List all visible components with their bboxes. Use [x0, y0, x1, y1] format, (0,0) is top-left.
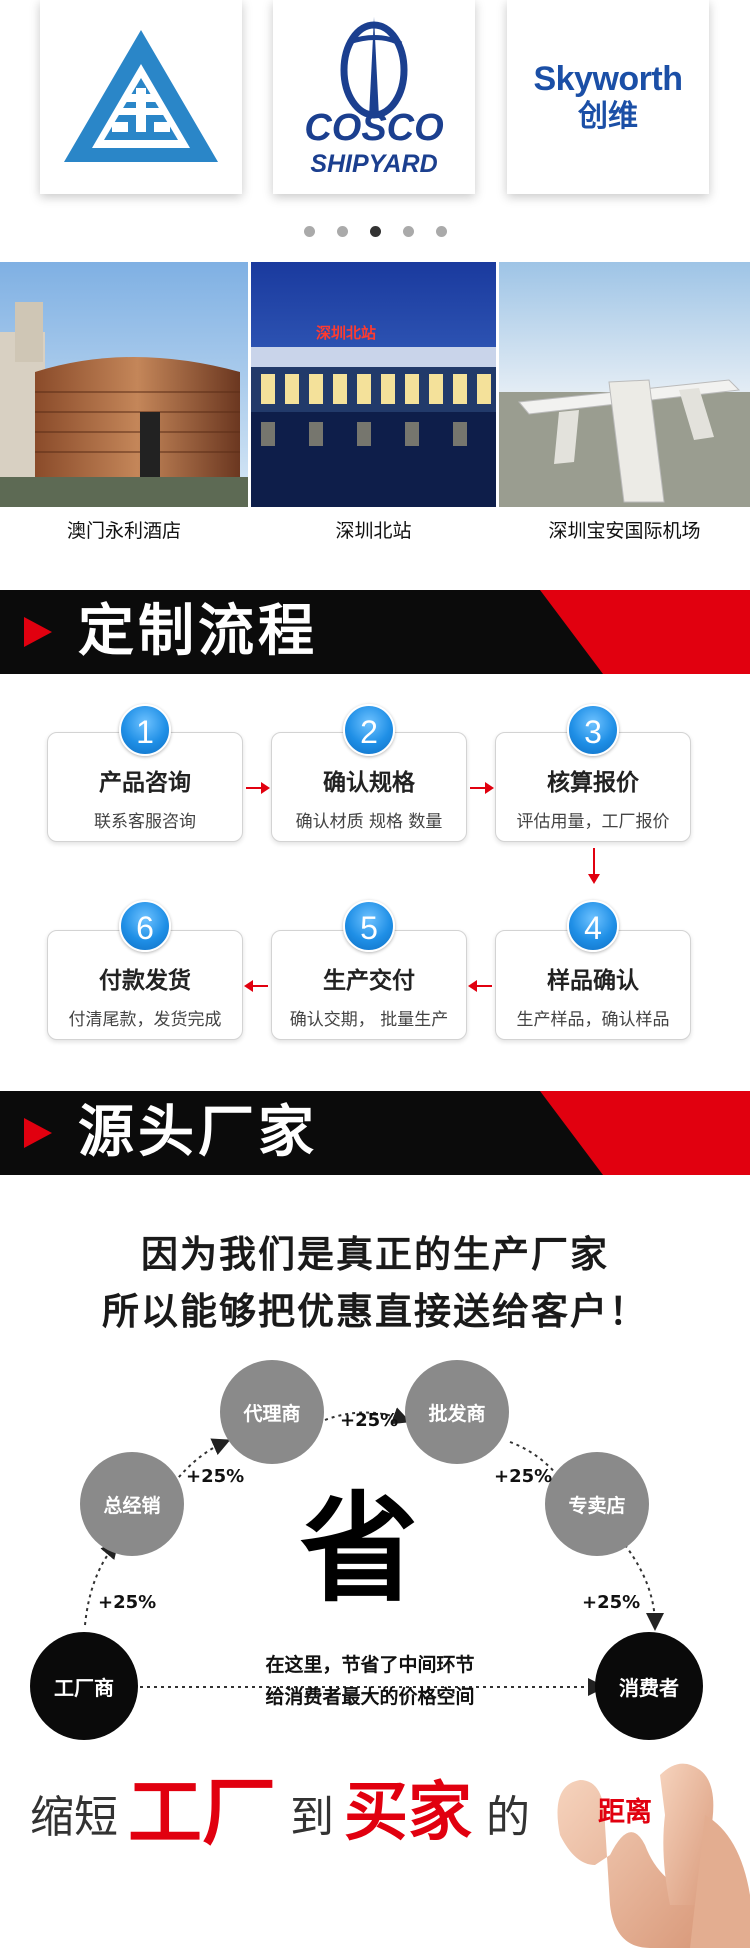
slogan-word-distance: 距离 — [598, 1797, 652, 1828]
section-title: 源头厂家 — [78, 1100, 318, 1165]
station-photo-icon: 深圳北站 — [251, 262, 496, 507]
markup-label: +25% — [582, 1592, 641, 1613]
step-title: 付款发货 — [99, 968, 191, 994]
cosco-shipyard-logo-icon: COSCO SHIPYARD — [304, 17, 444, 178]
arrow-down-icon — [588, 848, 600, 884]
carousel-dots — [0, 226, 750, 237]
save-character: 省 — [300, 1480, 419, 1618]
arrow-right-icon — [246, 782, 270, 794]
slogan-word: 缩短 — [30, 1792, 118, 1843]
project-photo-shenzhen-north[interactable]: 深圳北站 — [251, 262, 496, 507]
slogan-word-buyer: 买家 — [344, 1776, 472, 1850]
carousel-dot[interactable] — [303, 226, 315, 237]
step-desc: 付清尾款，发货完成 — [68, 1010, 222, 1030]
arrow-left-icon — [468, 980, 492, 992]
triangle-emblem-icon — [64, 30, 218, 162]
section-title: 定制流程 — [78, 599, 318, 664]
skyworth-chinese-wordmark: 创维 — [578, 98, 638, 134]
step-number-badge: 1 — [119, 704, 171, 756]
section-banner-factory: 源头厂家 — [0, 1091, 750, 1175]
shorten-distance-banner: 缩短 工厂 到 买家 的 距离 — [0, 1745, 750, 1948]
banner-red-stripe — [540, 1091, 750, 1175]
caption-baoan-airport: 深圳宝安国际机场 — [548, 520, 701, 542]
play-arrow-icon — [24, 617, 52, 647]
carousel-dot[interactable] — [435, 226, 447, 237]
step-title: 核算报价 — [547, 770, 639, 796]
section-banner-process: 定制流程 — [0, 590, 750, 674]
node-factory: 工厂商 — [30, 1632, 138, 1740]
node-wholesaler: 批发商 — [405, 1360, 509, 1464]
step-desc: 联系客服咨询 — [94, 812, 196, 832]
markup-label: +25% — [340, 1410, 399, 1431]
node-agent: 代理商 — [220, 1360, 324, 1464]
node-consumer: 消费者 — [595, 1632, 703, 1740]
step-number-badge: 5 — [343, 900, 395, 952]
play-arrow-icon — [24, 1118, 52, 1148]
caption-shenzhen-north: 深圳北站 — [335, 520, 412, 542]
carousel-dot[interactable] — [336, 226, 348, 237]
caption-wynn-macau: 澳门永利酒店 — [66, 520, 181, 542]
step-desc: 生产样品，确认样品 — [516, 1010, 670, 1030]
step-desc: 确认交期， 批量生产 — [289, 1010, 449, 1030]
step-title: 生产交付 — [323, 968, 415, 994]
markup-label: +25% — [494, 1466, 553, 1487]
distribution-chain-diagram: 工厂商 总经销 代理商 批发商 专卖店 消费者 +25% +25% +25% +… — [0, 1360, 750, 1740]
savings-note-line-2: 给消费者最大的价格空间 — [265, 1686, 475, 1708]
project-captions: 澳门永利酒店 深圳北站 深圳宝安国际机场 — [0, 516, 750, 546]
node-store: 专卖店 — [545, 1452, 649, 1556]
hotel-photo-icon — [0, 262, 248, 507]
factory-headline-1: 因为我们是真正的生产厂家 — [141, 1233, 609, 1276]
partner-logos: COSCO SHIPYARD Skyworth 创维 — [0, 0, 750, 200]
step-title: 产品咨询 — [99, 770, 191, 796]
factory-headline-2: 所以能够把优惠直接送给客户！ — [102, 1290, 648, 1333]
cosco-wordmark: COSCO — [304, 107, 443, 149]
carousel-dot-active[interactable] — [369, 226, 381, 237]
slogan-word: 的 — [486, 1792, 530, 1843]
pinching-fingers-icon — [557, 1763, 750, 1948]
step-number-badge: 6 — [119, 900, 171, 952]
step-number-badge: 4 — [567, 900, 619, 952]
slogan-word-factory: 工厂 — [128, 1770, 276, 1856]
step-number-badge: 2 — [343, 704, 395, 756]
process-step-5[interactable]: 生产交付 确认交期， 批量生产 — [271, 930, 467, 1040]
partner-logo-skyworth[interactable]: Skyworth 创维 — [507, 0, 709, 194]
partner-logo-triangle[interactable] — [40, 0, 242, 194]
partner-logo-cosco[interactable]: COSCO SHIPYARD — [273, 0, 475, 194]
markup-label: +25% — [186, 1466, 245, 1487]
project-photo-baoan-airport[interactable] — [499, 262, 750, 507]
arrow-left-icon — [244, 980, 268, 992]
station-sign: 深圳北站 — [316, 324, 376, 342]
node-general-distributor: 总经销 — [80, 1452, 184, 1556]
step-number-badge: 3 — [567, 704, 619, 756]
carousel-dot[interactable] — [402, 226, 414, 237]
arrow-right-icon — [470, 782, 494, 794]
step-desc: 确认材质 规格 数量 — [295, 812, 443, 832]
process-flow: 产品咨询 联系客服咨询 1 确认规格 确认材质 规格 数量 2 核算报价 评估用… — [0, 690, 750, 1050]
step-title: 样品确认 — [547, 968, 639, 994]
airport-photo-icon — [499, 262, 750, 507]
shipyard-wordmark: SHIPYARD — [310, 150, 437, 178]
savings-note-line-1: 在这里，节省了中间环节 — [265, 1654, 475, 1676]
project-photo-wynn-macau[interactable] — [0, 262, 248, 507]
slogan-word: 到 — [290, 1792, 334, 1843]
distance-slogan: 缩短 工厂 到 买家 的 — [30, 1773, 540, 1853]
step-desc: 评估用量，工厂报价 — [516, 812, 670, 832]
project-gallery: 深圳北站 — [0, 262, 750, 507]
banner-red-stripe — [540, 590, 750, 674]
skyworth-wordmark: Skyworth — [533, 59, 683, 98]
step-title: 确认规格 — [323, 770, 415, 796]
process-step-4[interactable]: 样品确认 生产样品，确认样品 — [495, 930, 691, 1040]
markup-label: +25% — [98, 1592, 157, 1613]
